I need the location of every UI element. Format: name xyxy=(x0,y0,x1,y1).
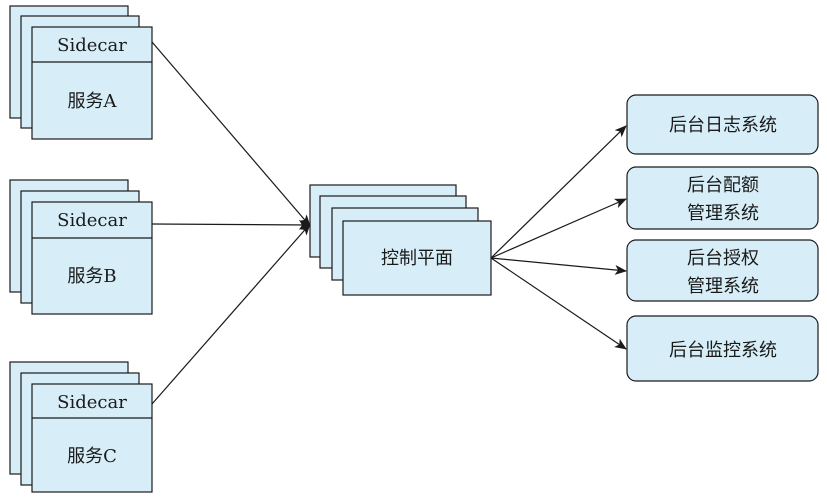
service-b-card xyxy=(31,201,153,315)
backend-monitor-box xyxy=(626,315,819,382)
backend-auth-label-line2: 管理系统 xyxy=(687,276,759,297)
service-c-card xyxy=(31,383,153,493)
backend-auth-label-line1: 后台授权 xyxy=(687,248,759,269)
control-plane-stack: 控制平面 xyxy=(309,184,492,296)
arrow-service-b-to-control xyxy=(151,219,311,230)
backend-quota-system: 后台配额 管理系统 xyxy=(626,166,819,230)
backend-monitor-label: 后台监控系统 xyxy=(669,340,777,361)
backend-auth-box xyxy=(626,239,819,302)
arrow-control-to-monitor xyxy=(490,257,627,350)
backend-quota-box xyxy=(626,166,819,230)
arrow-control-to-log xyxy=(490,125,627,259)
backend-quota-label-line1: 后台配额 xyxy=(687,175,759,196)
service-c-name: 服务C xyxy=(67,446,117,467)
service-a-sidecar-label: Sidecar xyxy=(57,35,127,56)
service-c-stack: Sidecar 服务C xyxy=(9,361,153,493)
service-b-stack: Sidecar 服务B xyxy=(9,179,153,315)
backend-log-box xyxy=(626,94,819,155)
arrow-service-c-to-control xyxy=(151,223,311,405)
backend-log-system: 后台日志系统 xyxy=(626,94,819,155)
backend-monitor-system: 后台监控系统 xyxy=(626,315,819,382)
service-a-name: 服务A xyxy=(68,91,118,112)
control-plane-label: 控制平面 xyxy=(381,248,453,269)
service-b-name: 服务B xyxy=(67,266,116,287)
arrow-service-a-to-control xyxy=(151,41,311,227)
service-c-sidecar-label: Sidecar xyxy=(57,392,127,413)
arrow-control-to-auth xyxy=(490,257,627,275)
control-plane-card xyxy=(342,220,492,296)
backend-log-label: 后台日志系统 xyxy=(669,115,777,136)
backend-quota-label-line2: 管理系统 xyxy=(687,203,759,224)
backend-auth-system: 后台授权 管理系统 xyxy=(626,239,819,302)
service-a-stack: Sidecar 服务A xyxy=(9,5,153,140)
service-a-card xyxy=(31,26,153,140)
arrow-control-to-quota xyxy=(490,198,627,259)
service-b-sidecar-label: Sidecar xyxy=(57,210,127,231)
